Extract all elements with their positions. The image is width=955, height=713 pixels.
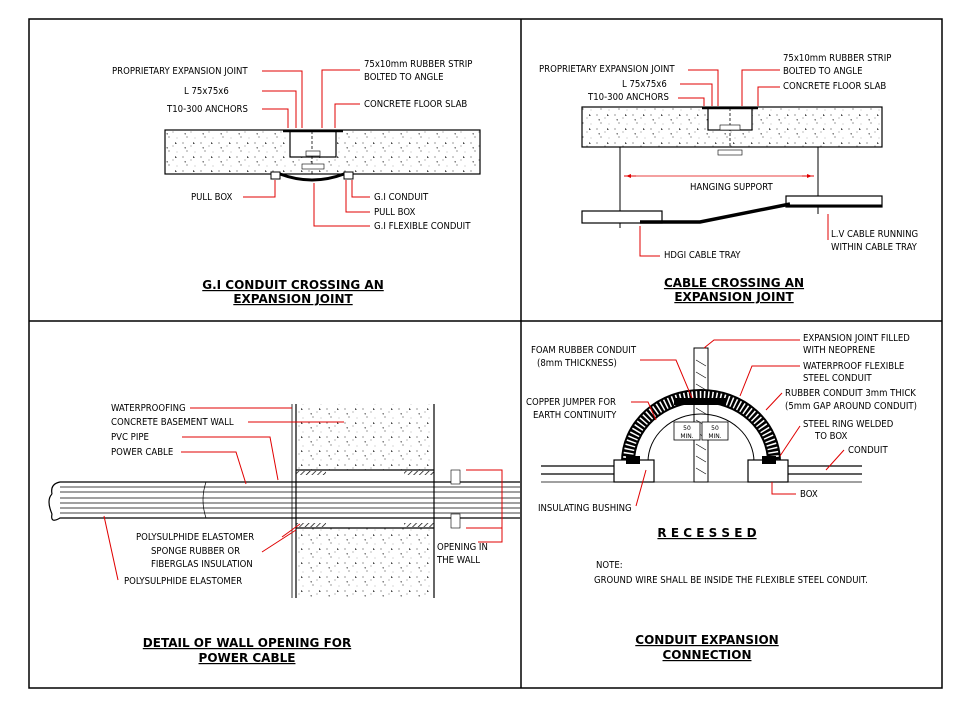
expansion-joint-recess-tr — [702, 106, 758, 156]
label-steel-conduit: STEEL CONDUIT — [803, 373, 872, 384]
label-opening-in-wall-2: THE WALL — [436, 555, 480, 566]
label-earth-continuity: EARTH CONTINUITY — [533, 410, 617, 421]
flexible-steel-conduit-arch — [621, 389, 781, 463]
dimension-boxes-50 — [673, 421, 729, 441]
label-lv-cable: L.V CABLE RUNNING — [831, 229, 918, 240]
label-angle: L 75x75x6 — [184, 86, 229, 97]
label-angle-tr: L 75x75x6 — [622, 79, 667, 90]
note-heading: NOTE: — [596, 560, 623, 571]
label-gi-conduit: G.I CONDUIT — [374, 192, 429, 203]
leader-lines-br — [631, 339, 845, 507]
label-waterproof-flexible: WATERPROOF FLEXIBLE — [803, 361, 904, 372]
label-pull-box-left: PULL BOX — [191, 192, 232, 203]
label-gi-flexible-conduit: G.I FLEXIBLE CONDUIT — [374, 221, 471, 232]
label-rubber-strip-2: BOLTED TO ANGLE — [364, 72, 443, 83]
label-rubber-gap: (5mm GAP AROUND CONDUIT) — [785, 401, 917, 412]
label-rubber-conduit: RUBBER CONDUIT 3mm THICK — [785, 388, 916, 399]
label-fiberglas-insulation: FIBERGLAS INSULATION — [151, 559, 253, 570]
label-conduit: CONDUIT — [848, 445, 888, 456]
title-gi-conduit-line2: EXPANSION JOINT — [233, 292, 353, 306]
label-waterproofing: WATERPROOFING — [111, 403, 186, 414]
title-cable-crossing-line2: EXPANSION JOINT — [674, 290, 794, 304]
label-hdgi-cable-tray: HDGI CABLE TRAY — [664, 250, 741, 261]
dim-50-left: 50 — [683, 425, 691, 432]
dim-min-left: MIN. — [680, 433, 693, 440]
label-proprietary-expansion-joint: PROPRIETARY EXPANSION JOINT — [112, 66, 248, 77]
leader-lines-bl — [103, 407, 503, 581]
label-proprietary-expansion-joint-tr: PROPRIETARY EXPANSION JOINT — [539, 64, 675, 75]
label-rubber-strip: 75x10mm RUBBER STRIP — [364, 59, 472, 70]
label-anchors: T10-300 ANCHORS — [166, 104, 248, 115]
label-opening-in-wall: OPENING IN — [437, 542, 488, 553]
label-to-box: TO BOX — [814, 431, 847, 442]
title-wall-opening-line2: POWER CABLE — [199, 651, 296, 665]
label-pvc-pipe: PVC PIPE — [111, 432, 149, 443]
panel-wall-opening: WATERPROOFING CONCRETE BASEMENT WALL PVC… — [48, 403, 520, 665]
label-steel-ring: STEEL RING WELDED — [803, 419, 894, 430]
concrete-basement-wall — [291, 404, 435, 598]
label-polysulphide-elastomer-2: POLYSULPHIDE ELASTOMER — [124, 576, 242, 587]
title-wall-opening-line1: DETAIL OF WALL OPENING FOR — [143, 636, 351, 650]
leader-lines-tl — [243, 69, 370, 227]
subtitle-recessed: R E C E S S E D — [657, 526, 756, 540]
flexible-conduit — [270, 171, 354, 182]
label-pull-box-right: PULL BOX — [374, 207, 415, 218]
label-with-neoprene: WITH NEOPRENE — [803, 345, 875, 356]
label-hanging-support: HANGING SUPPORT — [690, 182, 774, 193]
cable-tray — [581, 195, 883, 224]
label-anchors-tr: T10-300 ANCHORS — [587, 92, 669, 103]
panel-cable-crossing: PROPRIETARY EXPANSION JOINT L 75x75x6 T1… — [539, 53, 918, 304]
dim-50-right: 50 — [711, 425, 719, 432]
dim-min-right: MIN. — [708, 433, 721, 440]
dimension-markers — [450, 469, 461, 529]
panel-conduit-expansion: FOAM RUBBER CONDUIT (8mm THICKNESS) COPP… — [526, 333, 917, 662]
title-conduit-expansion-line2: CONNECTION — [663, 648, 752, 662]
label-concrete-floor-slab: CONCRETE FLOOR SLAB — [364, 99, 467, 110]
drawing-frame — [28, 18, 943, 689]
label-polysulphide-elastomer-1: POLYSULPHIDE ELASTOMER — [136, 532, 254, 543]
label-box: BOX — [800, 489, 818, 500]
pvc-pipe — [296, 469, 434, 529]
power-cable — [48, 481, 520, 521]
title-gi-conduit-line1: G.I CONDUIT CROSSING AN — [202, 278, 384, 292]
leader-lines-tr — [639, 69, 829, 257]
title-conduit-expansion-line1: CONDUIT EXPANSION — [635, 633, 778, 647]
label-expansion-joint-neoprene: EXPANSION JOINT FILLED — [803, 333, 910, 344]
label-concrete-floor-slab-tr: CONCRETE FLOOR SLAB — [783, 81, 886, 92]
panel-gi-conduit-crossing: PROPRIETARY EXPANSION JOINT L 75x75x6 T1… — [112, 59, 481, 306]
label-foam-thickness: (8mm THICKNESS) — [537, 358, 617, 369]
expansion-joint-column — [693, 347, 709, 483]
label-rubber-strip-tr-2: BOLTED TO ANGLE — [783, 66, 862, 77]
label-insulating-bushing: INSULATING BUSHING — [538, 503, 632, 514]
expansion-joint-recess — [283, 129, 343, 174]
label-foam-rubber-conduit: FOAM RUBBER CONDUIT — [531, 345, 637, 356]
label-power-cable: POWER CABLE — [111, 447, 173, 458]
label-concrete-basement-wall: CONCRETE BASEMENT WALL — [111, 417, 234, 428]
label-rubber-strip-tr: 75x10mm RUBBER STRIP — [783, 53, 891, 64]
note-body: GROUND WIRE SHALL BE INSIDE THE FLEXIBLE… — [594, 575, 868, 586]
title-cable-crossing-line1: CABLE CROSSING AN — [664, 276, 804, 290]
label-copper-jumper: COPPER JUMPER FOR — [526, 397, 616, 408]
label-sponge-rubber: SPONGE RUBBER OR — [151, 546, 240, 557]
label-lv-cable-2: WITHIN CABLE TRAY — [831, 242, 918, 253]
